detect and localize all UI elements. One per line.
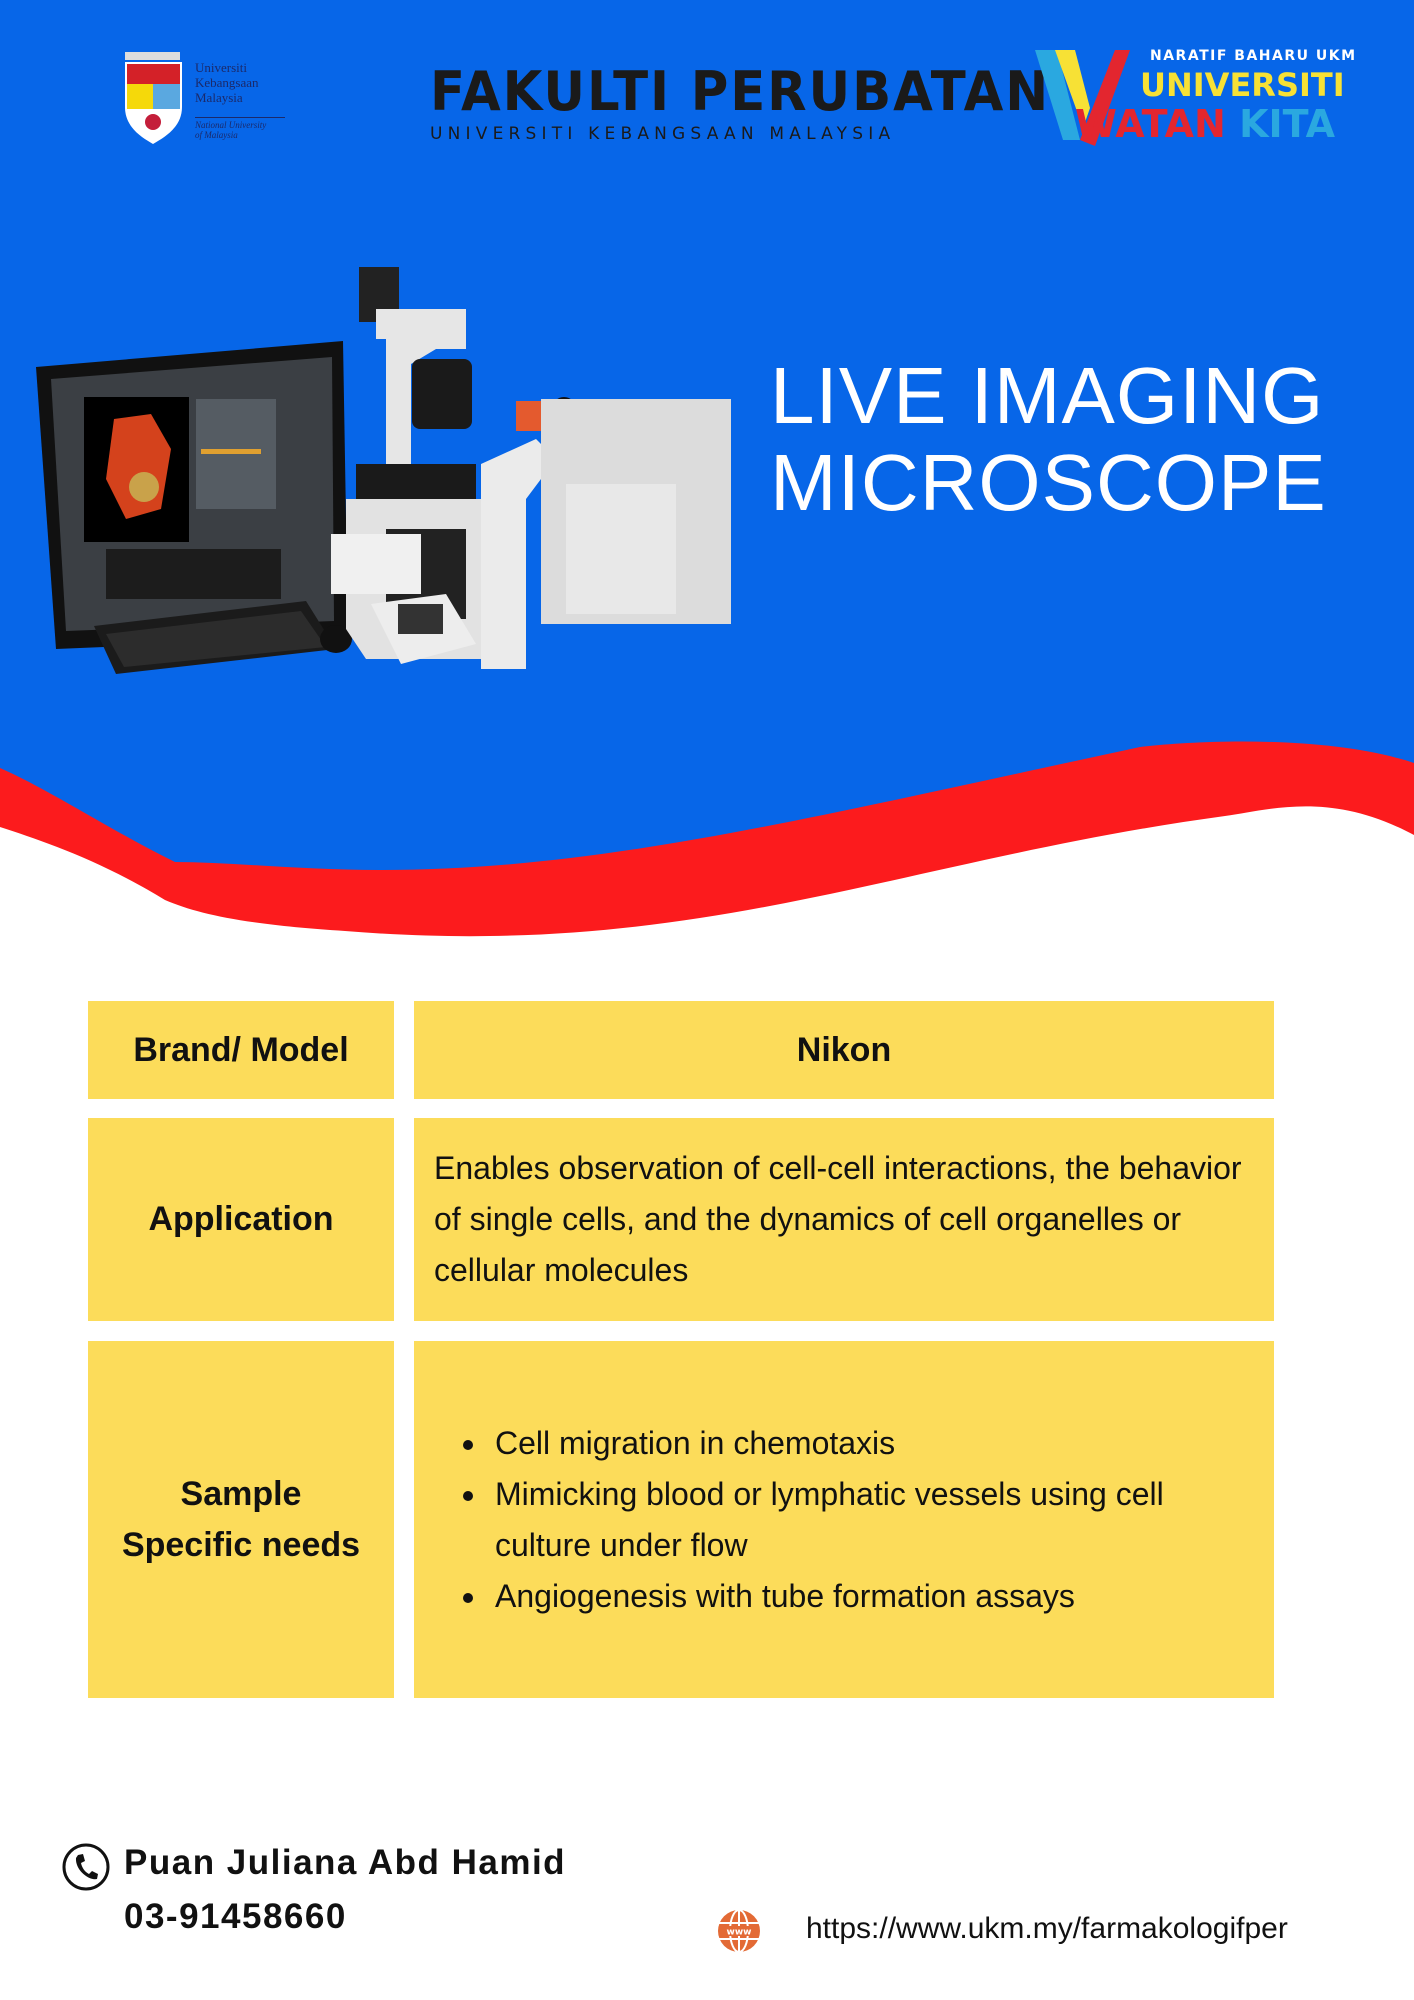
brand-value: Nikon [414, 1001, 1274, 1099]
sample-label-line: Specific needs [121, 1525, 361, 1564]
ukm-sub-line: National University [195, 120, 267, 130]
contact-phone[interactable]: 03-91458660 [124, 1897, 347, 1936]
ukm-line: Kebangsaan [195, 75, 259, 90]
contact-name: Puan Juliana Abd Hamid [124, 1843, 567, 1882]
ukm-line: Universiti [195, 60, 247, 75]
application-label: Application [88, 1118, 394, 1321]
ukm-name: Universiti Kebangsaan Malaysia [195, 60, 259, 105]
campaign-kita: KITA [1239, 102, 1336, 146]
ukm-shield-icon [125, 52, 182, 144]
faculty-logo-subtitle: UNIVERSITI KEBANGSAAN MALAYSIA [430, 124, 896, 144]
ukm-crest-logo: Universiti Kebangsaan Malaysia National … [120, 52, 290, 144]
page-title: LIVE IMAGING MICROSCOPE [770, 352, 1327, 526]
campaign-word-universiti: UNIVERSITI [1140, 66, 1345, 104]
sample-needs-list: Cell migration in chemotaxis Mimicking b… [444, 1418, 1254, 1622]
faculty-logo-title: FAKULTI PERUBATAN [430, 60, 1051, 123]
list-item: Mimicking blood or lymphatic vessels usi… [489, 1469, 1254, 1571]
ukm-line: Malaysia [195, 90, 243, 105]
ukm-subtitle: National University of Malaysia [195, 117, 285, 140]
application-text: Enables observation of cell-cell interac… [434, 1150, 1242, 1288]
sample-label-line: Sample [180, 1474, 302, 1513]
ukm-sub-line: of Malaysia [195, 130, 238, 140]
sample-value: Cell migration in chemotaxis Mimicking b… [414, 1341, 1274, 1698]
brand-label: Brand/ Model [88, 1001, 394, 1099]
microscope-system-image [36, 267, 731, 674]
globe-www-icon: www [718, 1909, 760, 1953]
campaign-tagline: NARATIF BAHARU UKM [1150, 48, 1357, 64]
campaign-watan: WATAN [1075, 102, 1226, 146]
application-value: Enables observation of cell-cell interac… [414, 1118, 1274, 1321]
campaign-logo: NARATIF BAHARU UKM UNIVERSITI WATAN KITA [1035, 48, 1355, 148]
title-line: MICROSCOPE [770, 438, 1327, 527]
sample-label: Sample Specific needs [88, 1341, 394, 1698]
title-line: LIVE IMAGING [770, 351, 1325, 440]
campaign-word-watan-kita: WATAN KITA [1075, 102, 1335, 146]
svg-text:www: www [727, 1928, 752, 1938]
list-item: Angiogenesis with tube formation assays [489, 1571, 1254, 1622]
w-mark-icon [1035, 50, 1130, 146]
list-item: Cell migration in chemotaxis [489, 1418, 1254, 1469]
faculty-logo: FAKULTI PERUBATAN UNIVERSITI KEBANGSAAN … [430, 60, 1051, 152]
phone-icon [62, 1843, 110, 1891]
website-link[interactable]: https://www.ukm.my/farmakologifper [806, 1912, 1288, 1945]
